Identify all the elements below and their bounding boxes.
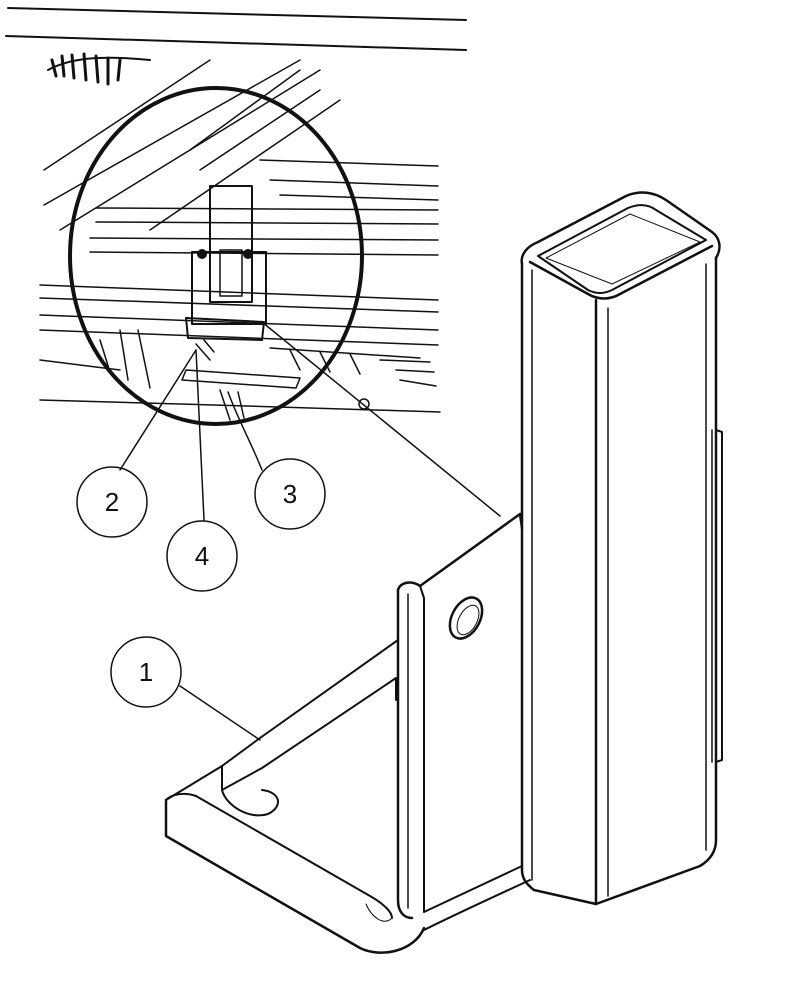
- part-bracket: [164, 191, 723, 954]
- magnification-circle: [68, 86, 364, 426]
- leader-lines: [119, 321, 501, 741]
- callout-4-label: 4: [195, 541, 209, 571]
- callout-4: 4: [166, 520, 238, 592]
- leader-extension: [261, 321, 501, 517]
- callout-1: 1: [110, 636, 182, 708]
- callout-2: 2: [76, 466, 148, 538]
- callout-3: 3: [254, 458, 326, 530]
- callout-2-label: 2: [105, 487, 119, 517]
- leader-3: [227, 391, 263, 471]
- detail-inset: [5, 7, 467, 426]
- callout-1-label: 1: [139, 657, 153, 687]
- callout-3-label: 3: [283, 479, 297, 509]
- leader-2: [119, 349, 197, 471]
- leader-1: [179, 685, 261, 741]
- leader-4: [195, 349, 205, 521]
